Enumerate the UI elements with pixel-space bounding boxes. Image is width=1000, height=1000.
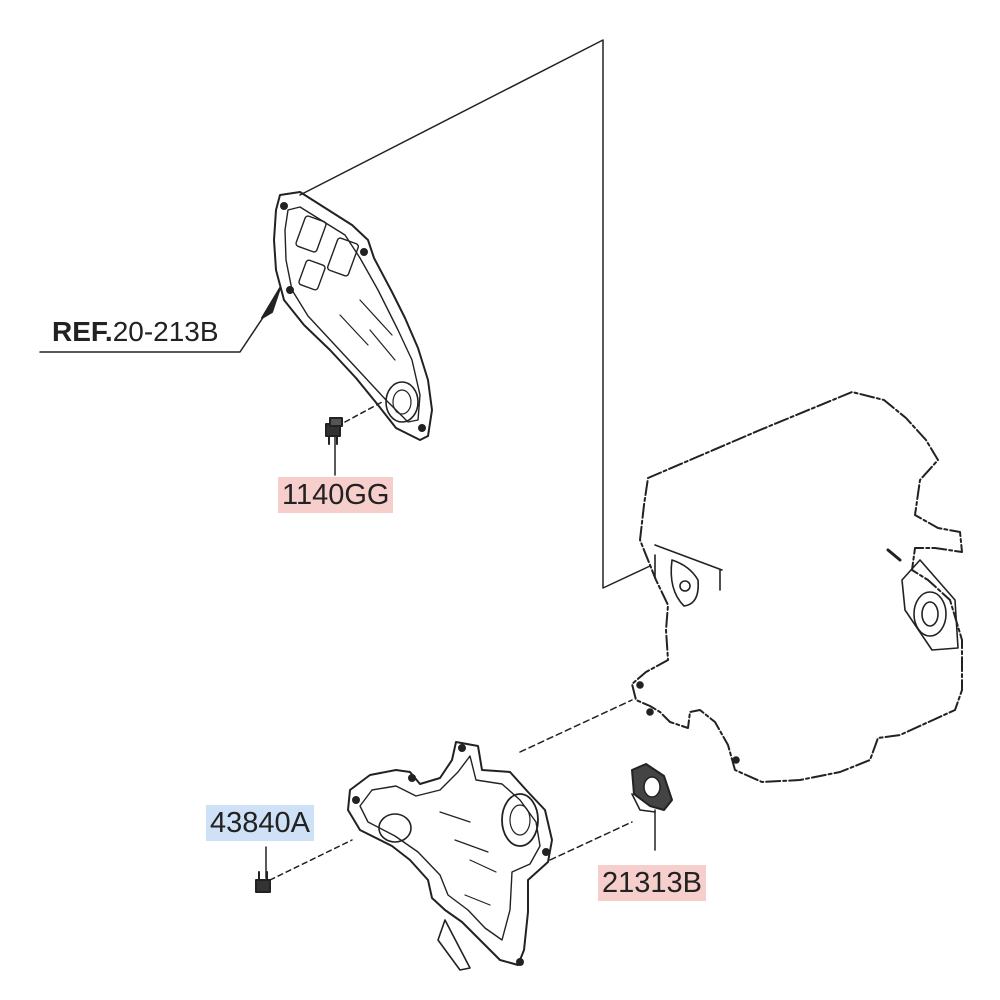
sensor-mount-leader (549, 821, 633, 861)
sensor-21313b-icon (631, 763, 673, 813)
engine-block (631, 391, 963, 783)
ref-prefix: REF. (52, 316, 113, 347)
callout-43840a[interactable]: 43840A (206, 805, 314, 841)
ref-label: REF.20-213B (52, 314, 219, 350)
leader-lines (39, 39, 656, 881)
ref-leader-line (39, 309, 269, 353)
upper-timing-cover (273, 191, 433, 441)
bolt-43840a-icon (255, 871, 271, 893)
engine-block-details (636, 544, 959, 764)
lower-timing-cover (347, 741, 553, 971)
bolt-1140gg-icon (325, 417, 343, 445)
bolt-43840a-dashed-leader (269, 839, 353, 881)
ref-number: 20-213B (112, 316, 219, 347)
upper-cover-leader (299, 39, 651, 589)
callout-1140gg[interactable]: 1140GG (278, 477, 394, 513)
callout-21313b[interactable]: 21313B (598, 865, 706, 901)
lower-cover-mount-leader (519, 699, 633, 753)
ref-arrow-icon (261, 287, 281, 319)
bolt-1140gg-dashed-leader (344, 401, 383, 423)
